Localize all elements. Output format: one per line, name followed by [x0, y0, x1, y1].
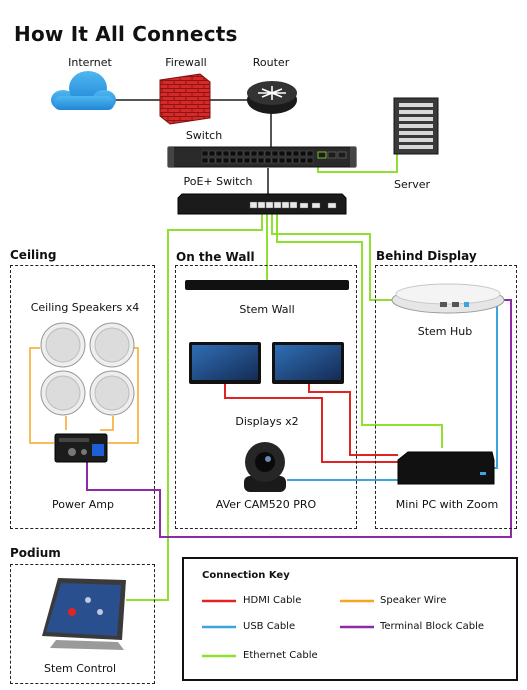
network-links	[110, 99, 272, 198]
power-amp-icon	[54, 433, 108, 463]
stem-control-label: Stem Control	[43, 662, 117, 675]
ceiling-speakers-icon	[40, 322, 135, 416]
wall-section-title: On the Wall	[176, 250, 255, 264]
connection-key	[182, 557, 518, 681]
power-amp-label: Power Amp	[52, 498, 114, 511]
terminal-block-cable	[86, 299, 512, 538]
page-title: How It All Connects	[14, 22, 238, 46]
router-label: Router	[252, 56, 290, 69]
key-swatches	[202, 599, 374, 658]
stem-control-icon	[42, 578, 126, 650]
server-label: Server	[393, 178, 431, 191]
camera-icon	[244, 442, 286, 492]
stem-wall-icon	[185, 280, 349, 290]
behind-section	[375, 265, 517, 529]
ceiling-section	[10, 265, 155, 529]
stem-hub-label: Stem Hub	[417, 325, 473, 338]
usb-cables	[287, 306, 498, 481]
podium-section-title: Podium	[10, 546, 61, 560]
poe-switch-icon	[177, 193, 347, 215]
key-usb-label: USB Cable	[243, 621, 296, 632]
stem-hub-icon	[391, 283, 505, 314]
mini-pc-icon	[397, 451, 495, 485]
stem-wall-label: Stem Wall	[239, 303, 295, 316]
internet-label: Internet	[68, 56, 112, 69]
ceiling-speakers-label: Ceiling Speakers x4	[30, 301, 140, 314]
ceiling-section-title: Ceiling	[10, 248, 57, 262]
cloud-icon	[51, 71, 116, 110]
firewall-label: Firewall	[165, 56, 207, 69]
connection-key-title: Connection Key	[202, 570, 290, 581]
poe-switch-label: PoE+ Switch	[183, 175, 253, 188]
speaker-wires	[29, 347, 139, 444]
router-icon	[247, 81, 297, 114]
server-icon	[393, 97, 439, 155]
podium-section	[10, 564, 155, 684]
displays-label: Displays x2	[235, 415, 299, 428]
key-hdmi-label: HDMI Cable	[243, 595, 302, 606]
switch-icon	[167, 146, 357, 168]
camera-label: AVer CAM520 PRO	[215, 498, 317, 511]
behind-section-title: Behind Display	[376, 249, 477, 263]
mini-pc-label: Mini PC with Zoom	[395, 498, 499, 511]
key-terminal-block-label: Terminal Block Cable	[380, 621, 485, 632]
wall-section	[175, 265, 357, 529]
hdmi-cables	[224, 380, 398, 463]
switch-label: Switch	[185, 129, 223, 142]
firewall-icon	[159, 73, 211, 125]
displays-icon	[189, 342, 344, 384]
key-ethernet-label: Ethernet Cable	[243, 650, 318, 661]
key-speaker-wire-label: Speaker Wire	[380, 595, 447, 606]
